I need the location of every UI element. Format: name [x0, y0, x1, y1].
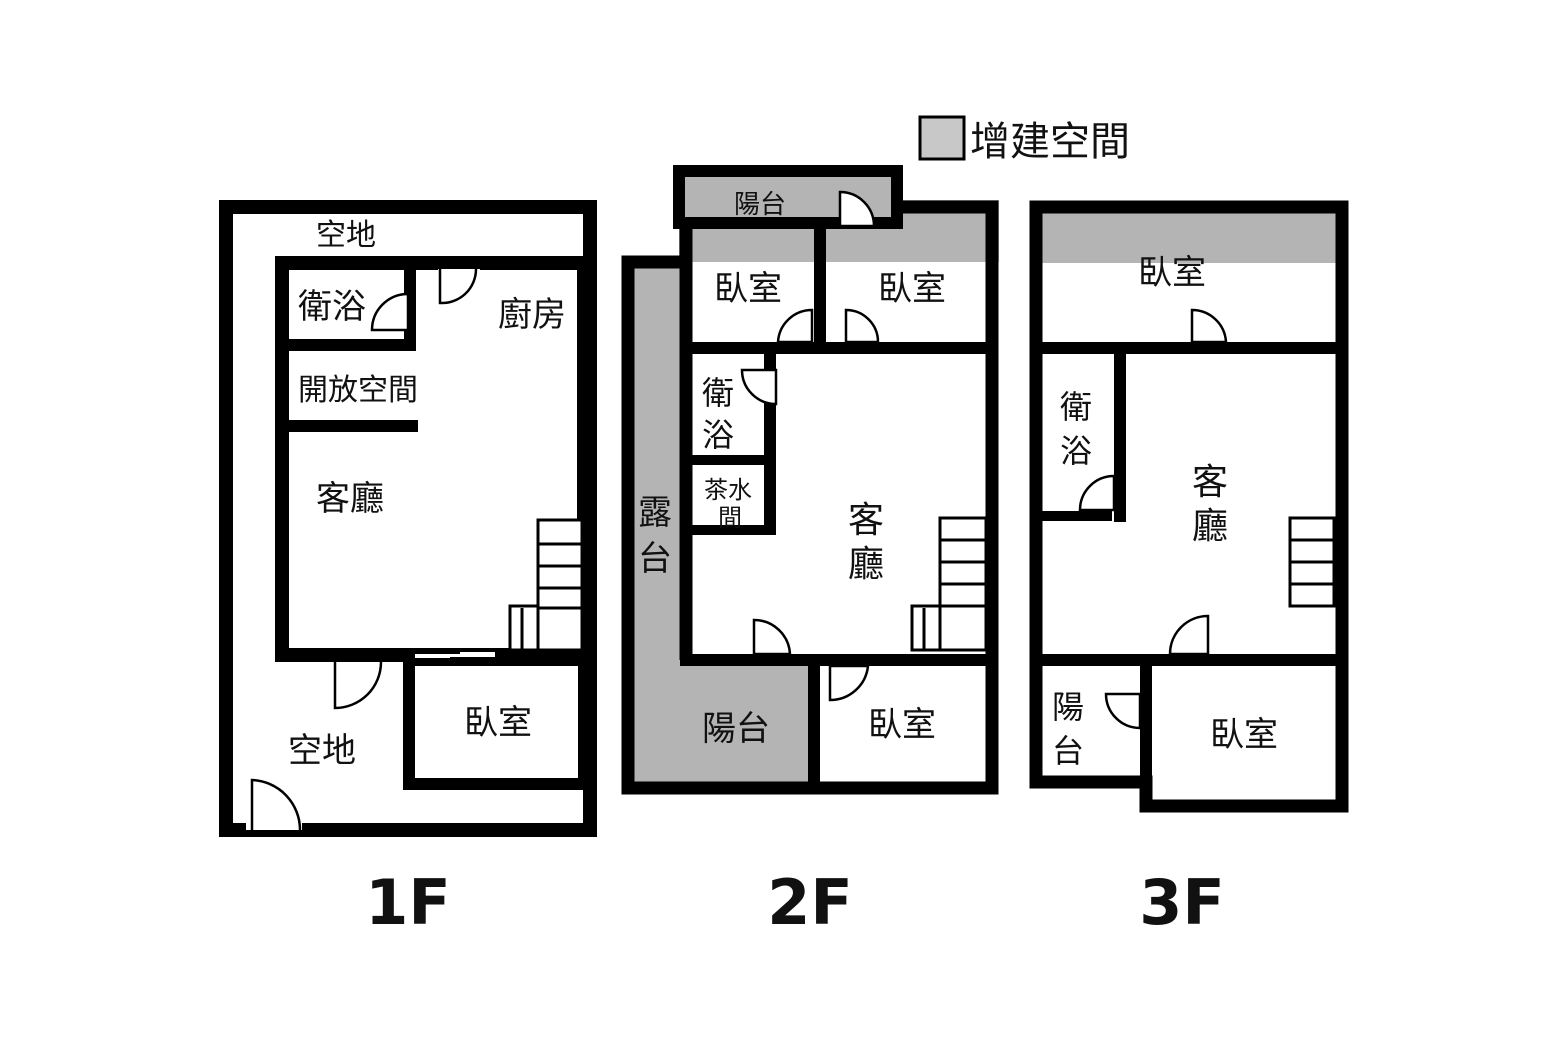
1f-door-bath	[370, 292, 410, 332]
2f-tea-room-label-2: 間	[718, 504, 742, 532]
floor-1f-title: 1F	[365, 866, 451, 939]
1f-living-label: 客廳	[316, 479, 384, 519]
floor-3f-title: 3F	[1139, 866, 1225, 939]
2f-balcony-top-label: 陽台	[734, 190, 786, 220]
1f-yard-top-label: 空地	[316, 218, 376, 253]
3f-door-living-bottom	[1168, 614, 1210, 656]
1f-open-space-label: 開放空間	[298, 373, 418, 408]
1f-bedroom-wall	[403, 654, 590, 790]
2f-living-label-1: 客	[848, 500, 884, 541]
floor-1f-plan: 空地 衛浴 廚房 開放空間 客廳 空地 臥室	[219, 200, 597, 837]
2f-door-bedroom-right	[844, 308, 880, 344]
3f-living-label-1: 客	[1192, 462, 1228, 503]
1f-staircase-icon	[508, 518, 584, 652]
legend-label: 增建空間	[970, 119, 1130, 165]
3f-staircase-icon	[1288, 516, 1336, 608]
2f-bath-label-1: 衛	[702, 374, 734, 412]
3f-door-bedroom-top	[1190, 308, 1228, 344]
1f-kitchen-label: 廚房	[498, 295, 566, 335]
2f-door-bedroom-left	[776, 308, 814, 344]
2f-bedroom-left-label: 臥室	[714, 269, 782, 309]
3f-walls	[1029, 200, 1349, 813]
2f-balcony-bottom-label: 陽台	[702, 709, 770, 749]
3f-bedroom-bottom-label: 臥室	[1210, 715, 1278, 755]
legend-swatch	[918, 115, 966, 161]
3f-bath-label-1: 衛	[1060, 388, 1092, 426]
3f-door-bath	[1078, 474, 1116, 512]
3f-bedroom-top-label: 臥室	[1138, 253, 1206, 293]
1f-door-living	[333, 661, 385, 710]
2f-door-bedroom-bottom	[828, 664, 870, 702]
1f-bath-label: 衛浴	[298, 287, 366, 327]
2f-bedroom-bottom-label: 臥室	[868, 705, 936, 745]
2f-bath-label-2: 浴	[702, 416, 734, 454]
3f-door-balcony	[1104, 692, 1142, 730]
2f-tea-room-label-1: 茶水	[704, 476, 752, 504]
2f-walls	[621, 165, 999, 795]
2f-door-top-balcony	[838, 190, 876, 228]
2f-door-living-bottom	[752, 618, 792, 656]
1f-door-entrance	[246, 778, 302, 831]
2f-door-bath	[740, 368, 778, 406]
3f-balcony-label-2: 台	[1052, 732, 1084, 770]
2f-bedroom-right-label: 臥室	[878, 269, 946, 309]
2f-staircase-icon	[910, 516, 988, 652]
legend: 增建空間	[918, 115, 1130, 165]
2f-terrace-label-1: 露	[638, 493, 672, 533]
3f-living-label-2: 廳	[1192, 506, 1228, 547]
1f-yard-bottom-label: 空地	[288, 731, 356, 771]
floor-2f-title: 2F	[767, 866, 853, 939]
3f-balcony-label-1: 陽	[1052, 688, 1084, 726]
3f-addition-strip	[1040, 211, 1340, 263]
floor-3f-plan: 臥室 衛 浴 客 廳 陽 台 臥室	[1029, 200, 1349, 813]
2f-addition-balcony-bottom	[622, 655, 814, 794]
3f-bath-label-2: 浴	[1060, 432, 1092, 470]
2f-terrace-label-2: 台	[638, 539, 672, 579]
2f-living-label-2: 廳	[848, 544, 884, 585]
1f-bedroom-label: 臥室	[464, 703, 532, 743]
floor-2f-plan: 陽台 臥室 臥室 衛 浴 茶水 間 露 台 客 廳 陽台 臥室	[621, 165, 999, 795]
1f-door-kitchen	[438, 268, 480, 305]
